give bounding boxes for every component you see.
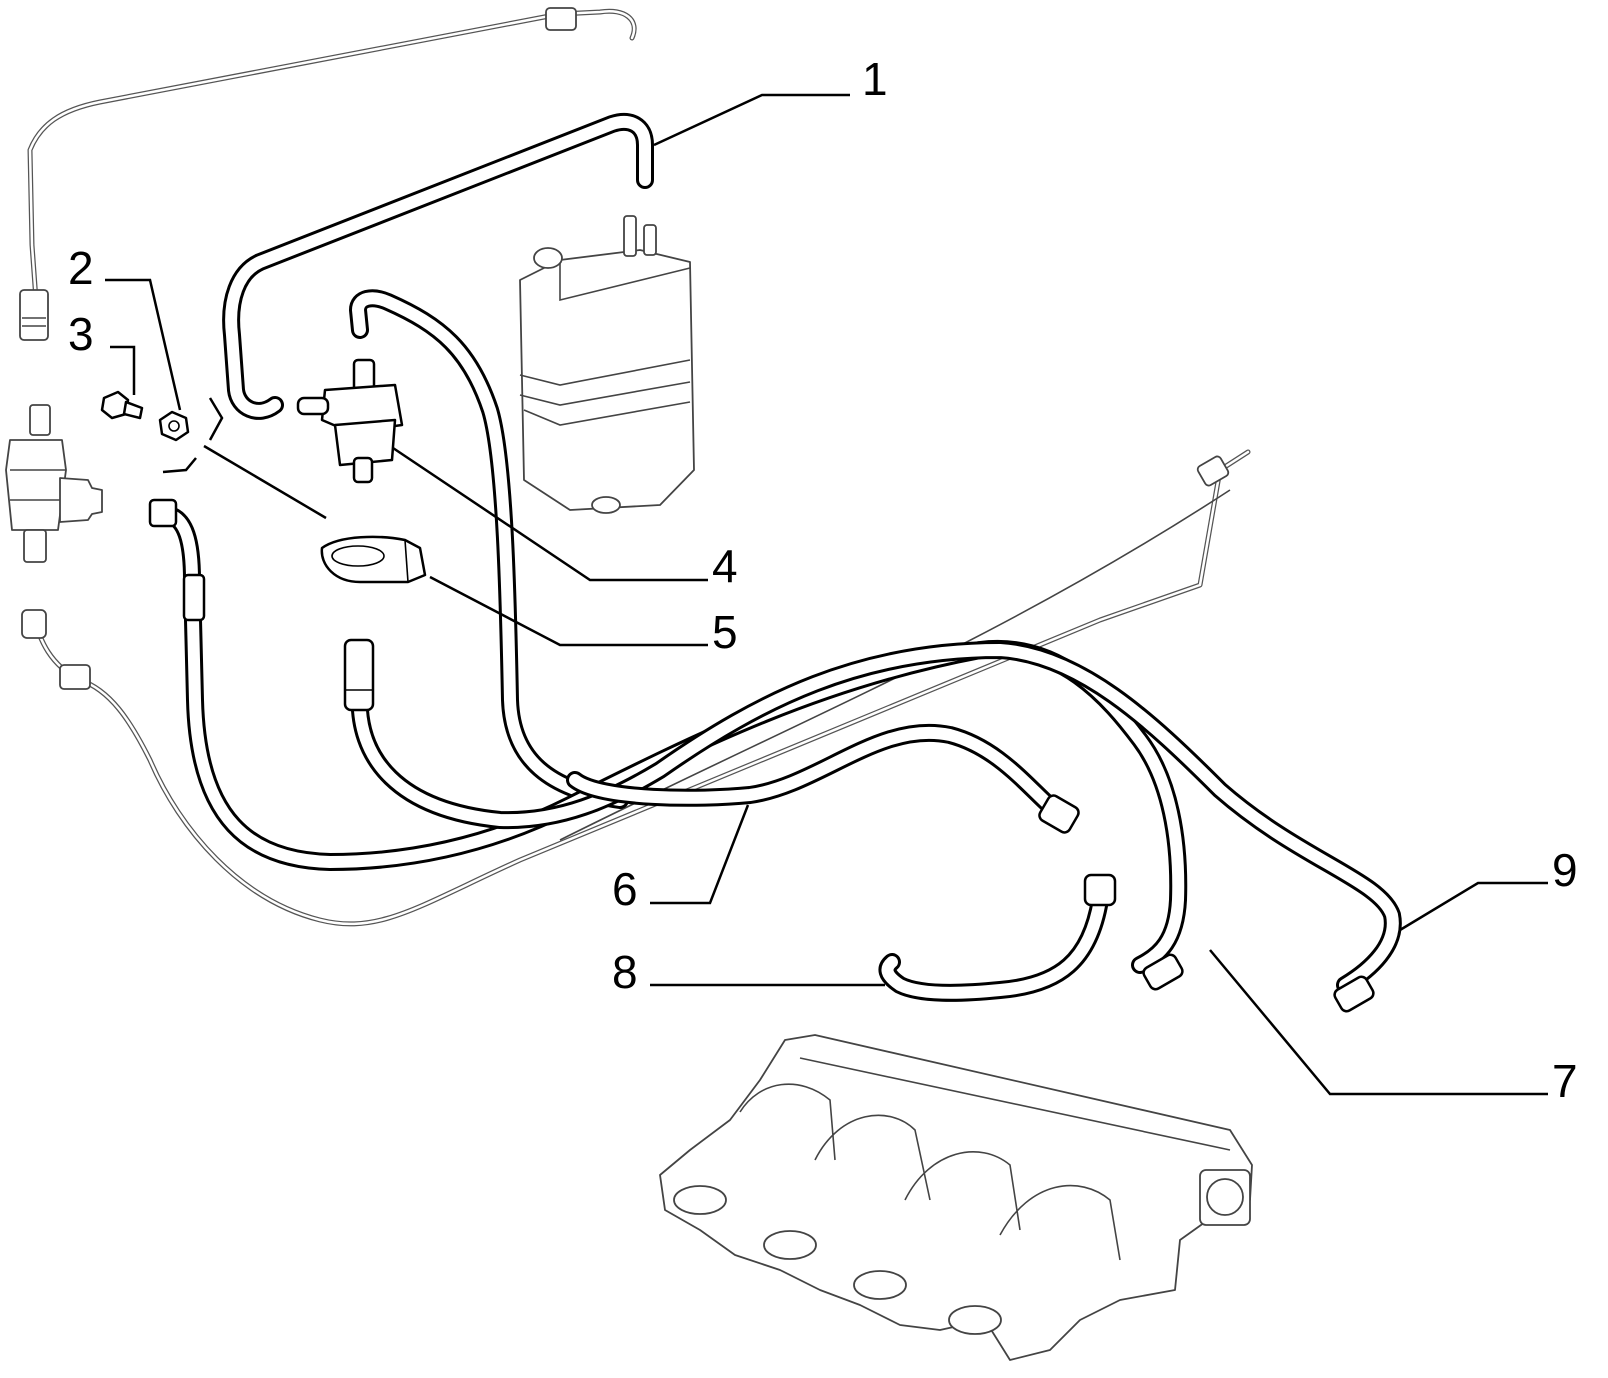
ghost-hose-top-left [19, 7, 637, 341]
callout-2: 2 [68, 242, 94, 294]
hose-end-fittings [148, 498, 1375, 1013]
callout-4: 4 [712, 540, 738, 592]
callout-3: 3 [68, 308, 94, 360]
part-4-valve [296, 358, 404, 484]
hose-9 [350, 641, 1402, 994]
ghost-t-fitting [5, 404, 103, 563]
hose-6 [566, 723, 1069, 824]
callout-7: 7 [1552, 1055, 1578, 1107]
ghost-hose-left-lower [21, 449, 1251, 927]
callout-8: 8 [612, 946, 638, 998]
hose-8 [878, 891, 1109, 1002]
callout-5: 5 [712, 606, 738, 658]
part-5-clamp [320, 535, 427, 584]
ghost-canister [519, 215, 695, 514]
callout-1: 1 [862, 53, 888, 105]
hose-left-long [161, 506, 1188, 974]
hose-1 [222, 112, 654, 420]
hose-vertical-center [349, 289, 629, 809]
part-2-nut [158, 410, 190, 442]
callout-labels: 1 2 3 4 5 6 8 9 7 [68, 53, 1578, 1107]
ghost-intake-manifold [659, 1034, 1253, 1361]
leader-lines [105, 93, 1548, 1096]
callout-6: 6 [612, 863, 638, 915]
callout-9: 9 [1552, 844, 1578, 896]
part-3-screw [100, 390, 144, 420]
